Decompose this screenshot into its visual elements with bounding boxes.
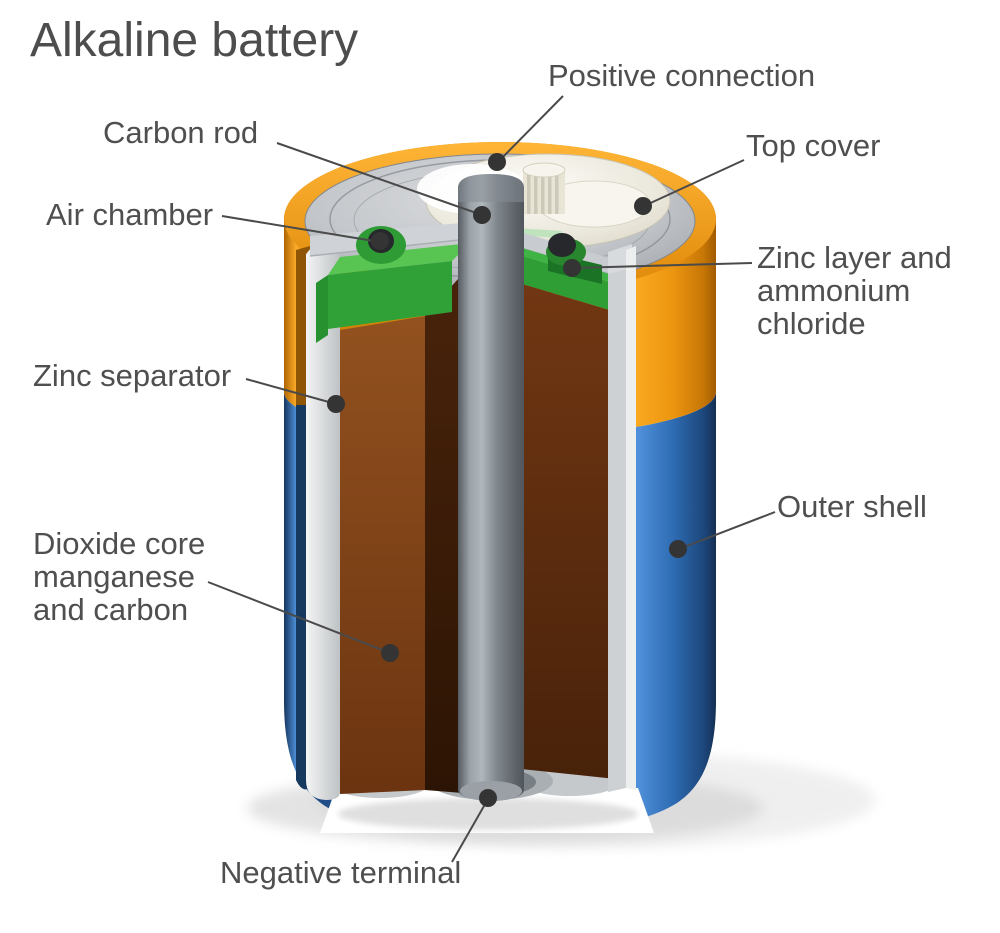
label-air-chamber: Air chamber: [46, 197, 214, 232]
leader-zinc-separator-line: [245, 378, 337, 405]
zinc-layer-left: [316, 243, 470, 343]
label-positive-connection: Positive connection: [548, 58, 816, 93]
label-negative-terminal: Negative terminal: [220, 855, 462, 890]
dioxide-core-left-face: [340, 316, 425, 794]
carbon-rod: [458, 174, 524, 801]
shell-inner-lining-right: [626, 246, 636, 790]
label-zinc-layer: Zinc layer and ammonium chloride: [757, 240, 952, 341]
marker-top-cover-dot: [634, 197, 652, 215]
air-chamber-hole-right: [548, 233, 576, 257]
leader-dioxide-core-line: [207, 581, 391, 654]
leader-lines: [207, 95, 776, 863]
leader-top-cover-line: [643, 159, 745, 207]
label-top-cover: Top cover: [746, 128, 881, 163]
marker-dots: [327, 153, 687, 807]
page-title: Alkaline battery: [30, 14, 359, 67]
marker-dioxide-core-dot: [381, 644, 399, 662]
leader-air-chamber-line: [221, 215, 381, 243]
marker-carbon-rod-dot: [473, 206, 491, 224]
dioxide-core-right-face: [502, 278, 616, 779]
label-dioxide-core: Dioxide core manganese and carbon: [33, 526, 206, 627]
marker-zinc-layer-dot: [563, 259, 581, 277]
zinc-separator-slab: [306, 246, 340, 800]
bottom-gap-shadow: [338, 798, 638, 830]
cutaway-interior: [296, 174, 654, 833]
marker-zinc-separator-dot: [327, 395, 345, 413]
leader-zinc-layer-line: [572, 262, 753, 269]
leader-carbon-rod-line: [276, 142, 483, 216]
positive-button: [522, 162, 566, 214]
separator-cut-right: [608, 246, 626, 792]
marker-negative-terminal-dot: [479, 789, 497, 807]
label-outer-shell: Outer shell: [777, 489, 927, 524]
marker-outer-shell-dot: [669, 540, 687, 558]
marker-positive-connection-dot: [488, 153, 506, 171]
marker-air-chamber-dot: [371, 232, 389, 250]
leader-negative-terminal-line: [451, 798, 489, 863]
leader-positive-connection-line: [496, 95, 564, 164]
label-carbon-rod: Carbon rod: [103, 115, 259, 150]
leader-outer-shell-line: [678, 511, 776, 550]
label-zinc-separator: Zinc separator: [33, 358, 232, 393]
